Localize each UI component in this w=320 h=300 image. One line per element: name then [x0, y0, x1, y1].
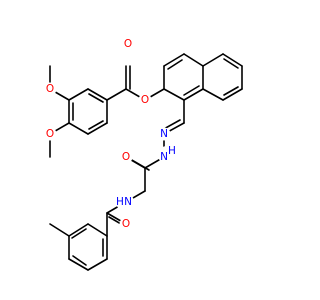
atom-o-ester-link: O [138, 93, 152, 107]
bond-layer [49, 53, 243, 271]
atom-label-n: N [124, 196, 132, 208]
bond [71, 228, 87, 239]
bond [72, 255, 87, 266]
bond [183, 88, 204, 101]
bond [68, 122, 89, 135]
bond [49, 223, 70, 237]
bond [167, 59, 183, 70]
bond [222, 88, 243, 101]
atom-label-n: N [160, 128, 168, 140]
atom-o-methoxy-bottom: O [43, 127, 57, 141]
bond [88, 120, 104, 130]
atom-label-o: O [46, 83, 54, 95]
bond [87, 258, 108, 271]
bond [129, 158, 150, 171]
atom-label-o: O [46, 128, 54, 140]
atom-label-o: O [122, 151, 130, 163]
bond [183, 53, 204, 67]
bond [88, 93, 104, 103]
atom-o-amide-bottom: O [119, 217, 133, 231]
atom-label-n: N [160, 151, 168, 163]
atom-label-o: O [122, 218, 130, 230]
bond [163, 53, 185, 67]
bond [68, 223, 89, 237]
atom-nh-amide: N H [116, 193, 134, 211]
chemical-structure: O O O O N N H O N H [43, 37, 243, 271]
atom-label-h: H [116, 196, 124, 208]
atom-label-o: O [141, 94, 149, 106]
bond [87, 223, 108, 237]
bond [87, 122, 108, 135]
atom-nh-hydrazide: N H [158, 145, 176, 164]
bond [68, 88, 89, 101]
bond [223, 58, 239, 69]
bond [202, 53, 224, 67]
atom-o-methoxy-top: O [43, 82, 57, 96]
bond [183, 85, 200, 96]
bond [222, 53, 243, 67]
bond [87, 88, 108, 101]
bond [223, 86, 239, 96]
bond [202, 88, 224, 101]
atom-label-o: O [124, 38, 132, 50]
bond [106, 88, 127, 101]
bond [163, 88, 185, 101]
atom-label-h: H [168, 145, 176, 157]
atom-label-layer: O O O O N N H O N H [43, 37, 176, 231]
atom-o-amide-top: O [119, 150, 133, 164]
bond [68, 258, 89, 271]
atom-n-imine: N [157, 127, 171, 141]
atom-o-ester-carbonyl: O [121, 37, 135, 51]
